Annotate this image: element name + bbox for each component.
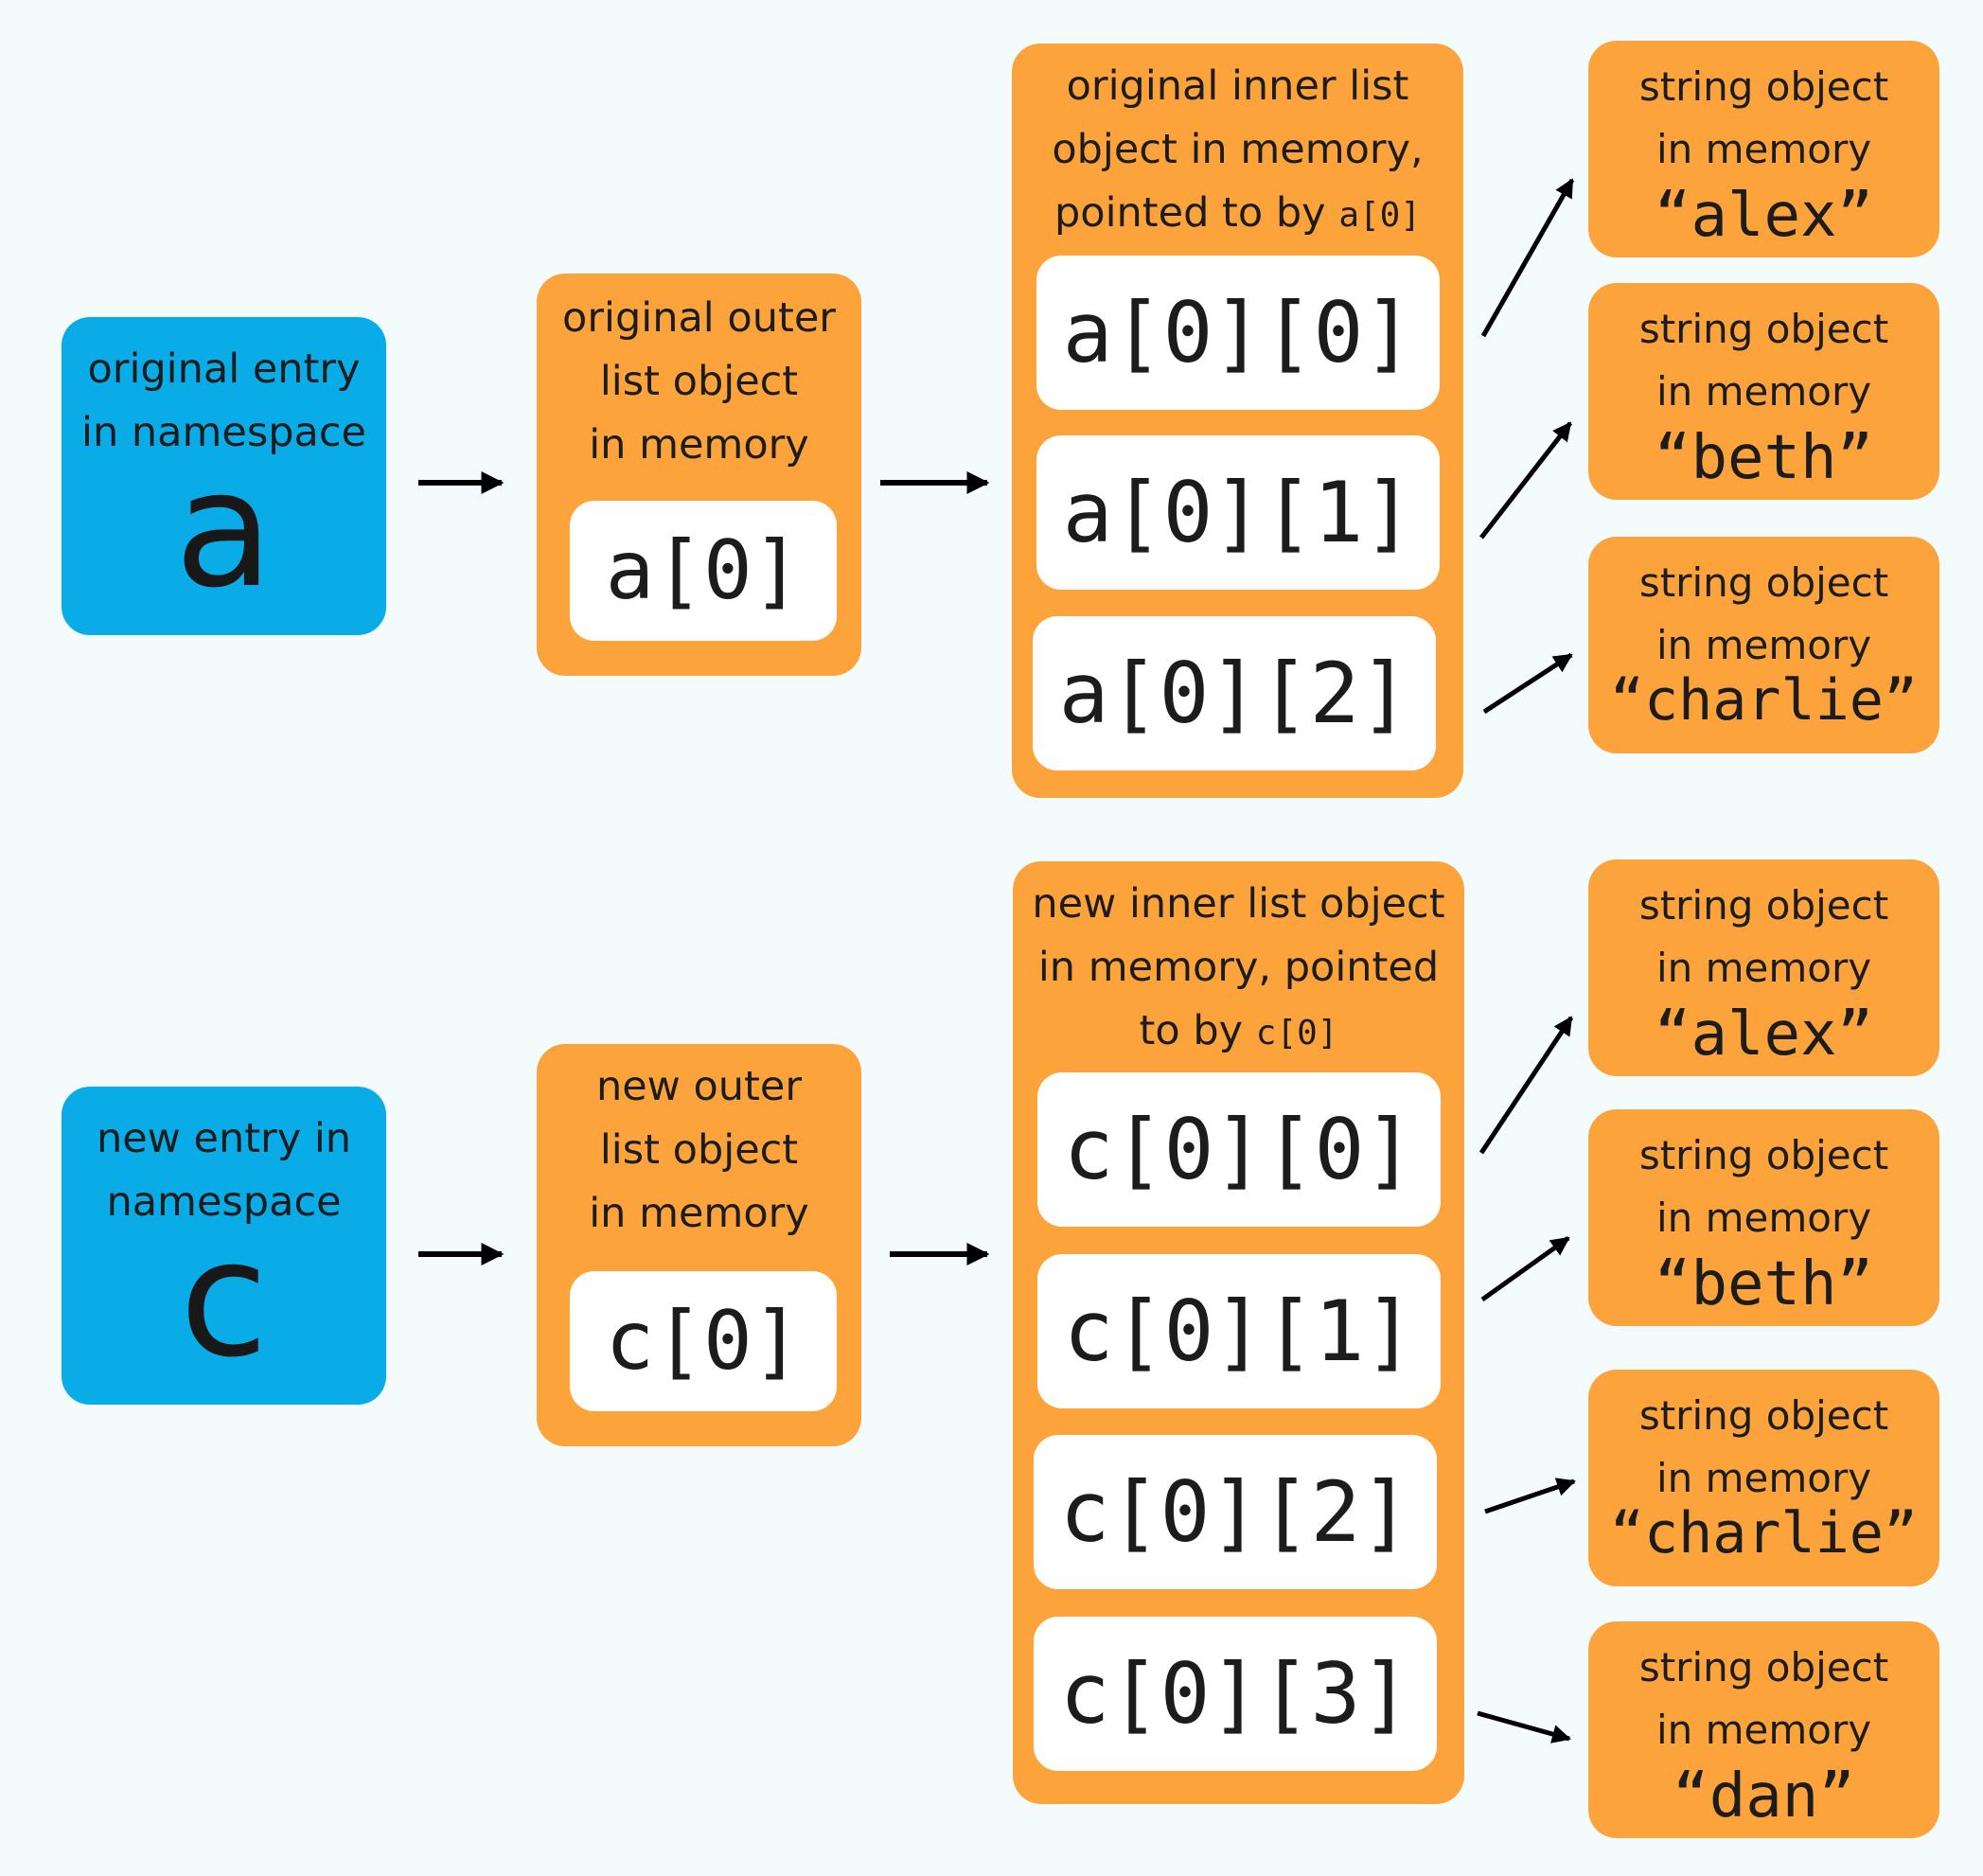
caption-line: in memory: [1655, 1707, 1872, 1753]
caption-line: string object: [1638, 306, 1889, 352]
namespace-entry-c-caption: new entry in namespace: [62, 1107, 386, 1234]
caption-line: new entry in: [96, 1115, 352, 1162]
arrow-a01-to-beth: [1479, 421, 1572, 540]
caption-line: in memory: [589, 1190, 809, 1237]
caption-line: string object: [1638, 63, 1889, 110]
string-caption: string object in memory: [1588, 1637, 1939, 1761]
caption-line: list object: [599, 1126, 799, 1174]
caption-line: in memory: [1655, 945, 1872, 991]
caption-line: list object: [599, 358, 799, 405]
caption-line: new inner list object: [1032, 880, 1445, 928]
inner-list-c-cell-0: c[0][0]: [1037, 1072, 1441, 1227]
cell-label: a[0]: [605, 523, 802, 618]
caption-line: in memory: [1655, 1455, 1872, 1501]
inner-list-c-cell-2: c[0][2]: [1034, 1435, 1437, 1589]
string-object-charlie-a: string object in memory “charlie”: [1588, 537, 1939, 753]
namespace-entry-a-caption: original entry in namespace: [62, 338, 386, 465]
caption-line: original entry: [87, 345, 361, 393]
string-value: “alex”: [1654, 1000, 1874, 1070]
string-caption: string object in memory: [1588, 552, 1939, 677]
caption-line: original outer: [562, 294, 836, 342]
namespace-name-c: c: [179, 1206, 269, 1393]
cell-label: c[0][2]: [1059, 1463, 1411, 1561]
caption-code: c[0]: [1255, 1014, 1338, 1053]
outer-list-c-caption: new outer list object in memory: [537, 1055, 861, 1246]
arrow-c03-to-dan: [1477, 1710, 1571, 1743]
string-value: “charlie”: [1609, 667, 1919, 734]
string-value: “beth”: [1654, 1249, 1874, 1319]
arrow-a02-to-charlie: [1482, 652, 1573, 715]
caption-line: to by c[0]: [1013, 1000, 1464, 1065]
inner-list-a-cell-2: a[0][2]: [1033, 616, 1436, 770]
string-value: “charlie”: [1609, 1500, 1919, 1566]
string-object-alex-c: string object in memory “alex”: [1588, 859, 1939, 1076]
inner-list-c-cell-1: c[0][1]: [1037, 1254, 1441, 1408]
string-caption: string object in memory: [1588, 298, 1939, 423]
string-caption: string object in memory: [1588, 1124, 1939, 1249]
outer-list-c-cell: c[0]: [570, 1271, 837, 1411]
string-caption: string object in memory: [1588, 56, 1939, 181]
string-caption: string object in memory: [1588, 1385, 1939, 1510]
cell-label: c[0][1]: [1063, 1283, 1415, 1380]
outer-list-c: new outer list object in memory c[0]: [537, 1044, 861, 1446]
string-value: “beth”: [1654, 423, 1874, 493]
string-value: “alex”: [1654, 181, 1874, 251]
cell-label: a[0][1]: [1062, 464, 1414, 561]
caption-line: string object: [1638, 1392, 1889, 1439]
arrow-c00-to-alex: [1478, 1016, 1574, 1155]
arrow-a00-to-alex: [1480, 178, 1575, 338]
string-caption: string object in memory: [1588, 875, 1939, 1000]
caption-line: namespace: [106, 1178, 342, 1226]
caption-line: in memory: [589, 421, 809, 469]
caption-line: string object: [1638, 882, 1889, 929]
inner-list-c-caption: new inner list object in memory, pointed…: [1013, 873, 1464, 1065]
cell-label: a[0][2]: [1058, 645, 1410, 742]
namespace-entry-c: new entry in namespace c: [62, 1087, 386, 1405]
caption-text: to by: [1139, 1007, 1244, 1054]
string-object-charlie-c: string object in memory “charlie”: [1588, 1370, 1939, 1586]
caption-line: in memory: [1655, 126, 1872, 172]
caption-line: in memory: [1655, 622, 1872, 668]
caption-line: new outer: [595, 1063, 803, 1110]
inner-list-c: new inner list object in memory, pointed…: [1013, 861, 1464, 1804]
outer-list-a-caption: original outer list object in memory: [537, 287, 861, 477]
string-object-alex-a: string object in memory “alex”: [1588, 41, 1939, 257]
caption-line: in memory, pointed: [1037, 944, 1440, 991]
caption-line: in namespace: [81, 409, 366, 456]
string-object-beth-a: string object in memory “beth”: [1588, 283, 1939, 500]
arrow-c02-to-charlie: [1484, 1478, 1576, 1514]
inner-list-a-cell-1: a[0][1]: [1036, 435, 1440, 590]
caption-line: in memory: [1655, 368, 1872, 415]
cell-label: c[0][3]: [1059, 1645, 1411, 1743]
caption-line: string object: [1638, 1644, 1889, 1690]
caption-line: pointed to by a[0]: [1012, 182, 1463, 247]
namespace-entry-a: original entry in namespace a: [62, 317, 386, 635]
caption-line: original inner list: [1066, 62, 1409, 110]
inner-list-a-caption: original inner list object in memory, po…: [1012, 55, 1463, 247]
caption-text: pointed to by: [1053, 189, 1326, 237]
cell-label: c[0]: [605, 1294, 802, 1389]
string-value: “dan”: [1673, 1761, 1855, 1832]
cell-label: c[0][0]: [1063, 1101, 1415, 1198]
outer-list-a: original outer list object in memory a[0…: [537, 274, 861, 676]
inner-list-c-cell-3: c[0][3]: [1034, 1617, 1437, 1771]
caption-line: in memory: [1655, 1195, 1872, 1241]
caption-line: object in memory,: [1052, 126, 1424, 173]
caption-line: string object: [1638, 559, 1889, 606]
outer-list-a-cell: a[0]: [570, 501, 837, 641]
cell-label: a[0][0]: [1062, 284, 1414, 381]
arrow-c01-to-beth: [1480, 1235, 1570, 1302]
inner-list-a: original inner list object in memory, po…: [1012, 44, 1463, 798]
namespace-name-a: a: [174, 436, 274, 624]
inner-list-a-cell-0: a[0][0]: [1036, 256, 1440, 410]
string-object-dan-c: string object in memory “dan”: [1588, 1621, 1939, 1838]
string-object-beth-c: string object in memory “beth”: [1588, 1109, 1939, 1326]
caption-code: a[0]: [1338, 196, 1422, 235]
caption-line: string object: [1638, 1132, 1889, 1178]
